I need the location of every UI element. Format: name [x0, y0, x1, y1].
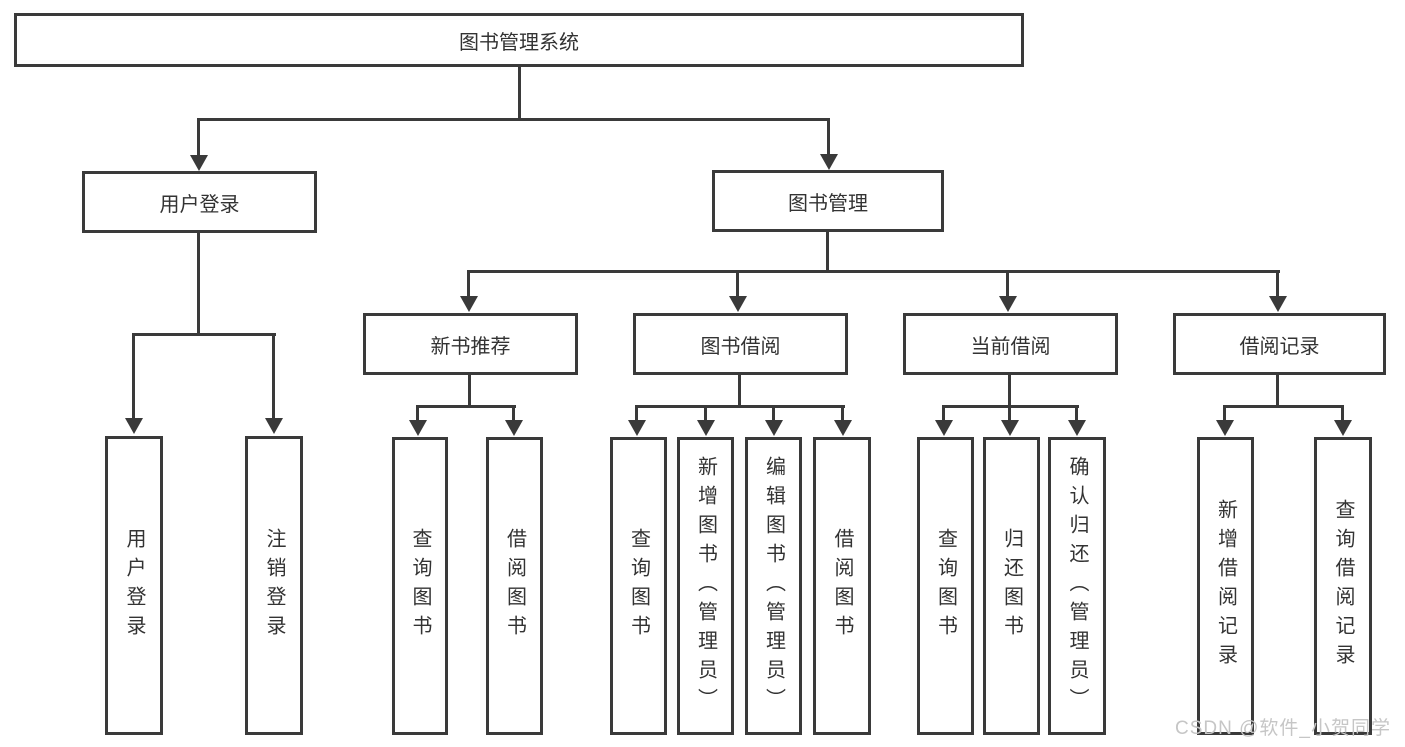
edge-arrowhead [1068, 420, 1086, 436]
edge-line [417, 405, 516, 408]
leaf-logout: 注销登录 [245, 436, 303, 735]
edge-line [1008, 374, 1011, 408]
leaf-br-add-record: 新增借阅记录 [1197, 437, 1254, 735]
edge-line [198, 118, 830, 121]
edge-arrowhead [820, 154, 838, 170]
edge-line [1341, 405, 1344, 423]
edge-line [468, 374, 471, 408]
edge-line [512, 405, 515, 423]
leaf-bb-borrow-books: 借阅图书 [813, 437, 871, 735]
leaf-bb-add-books-admin-label: 新增图书（管理员） [694, 455, 717, 717]
node-borrow-records-label: 借阅记录 [1239, 335, 1320, 358]
edge-arrowhead [1001, 420, 1019, 436]
leaf-bb-query-books: 查询图书 [610, 437, 667, 735]
leaf-bb-edit-books-admin-label: 编辑图书（管理员） [762, 455, 785, 717]
edge-line [738, 374, 741, 408]
edge-arrowhead [1269, 296, 1287, 312]
leaf-bb-add-books-admin: 新增图书（管理员） [677, 437, 734, 735]
leaf-cb-query-books-label: 查询图书 [934, 528, 957, 644]
node-user-login: 用户登录 [82, 171, 317, 233]
leaf-user-login: 用户登录 [105, 436, 163, 735]
edge-line [1224, 405, 1344, 408]
edge-arrowhead [765, 420, 783, 436]
edge-arrowhead [834, 420, 852, 436]
leaf-cb-confirm-return-admin: 确认归还（管理员） [1048, 437, 1106, 735]
node-new-book-recommend-label: 新书推荐 [430, 335, 511, 358]
leaf-user-login-label: 用户登录 [123, 527, 145, 644]
edge-line [1008, 405, 1011, 423]
edge-arrowhead [729, 296, 747, 312]
leaf-br-query-record-label: 查询借阅记录 [1332, 499, 1354, 673]
edge-line [1276, 374, 1279, 408]
edge-line [468, 270, 1280, 273]
leaf-br-query-record: 查询借阅记录 [1314, 437, 1372, 735]
edge-line [841, 405, 844, 423]
leaf-cb-confirm-return-admin-label: 确认归还（管理员） [1066, 455, 1088, 717]
node-root-label: 图书管理系统 [459, 31, 579, 54]
edge-arrowhead [628, 420, 646, 436]
edge-arrowhead [935, 420, 953, 436]
edge-line [467, 270, 470, 300]
edge-arrowhead [697, 420, 715, 436]
edge-arrowhead [265, 418, 283, 434]
edge-arrowhead [190, 155, 208, 171]
edge-arrowhead [1334, 420, 1352, 436]
leaf-nbr-query-books: 查询图书 [392, 437, 448, 735]
edge-arrowhead [505, 420, 523, 436]
edge-line [826, 232, 829, 273]
edge-line [1006, 270, 1009, 300]
edge-line [132, 333, 135, 421]
leaf-bb-borrow-books-label: 借阅图书 [831, 528, 853, 644]
node-book-borrow-label: 图书借阅 [700, 335, 781, 358]
leaf-bb-edit-books-admin: 编辑图书（管理员） [745, 437, 802, 735]
node-book-management-label: 图书管理 [788, 192, 868, 215]
leaf-nbr-query-books-label: 查询图书 [409, 528, 431, 644]
edge-arrowhead [1216, 420, 1234, 436]
node-borrow-records: 借阅记录 [1173, 313, 1386, 375]
node-new-book-recommend: 新书推荐 [363, 313, 578, 375]
edge-line [704, 405, 707, 423]
edge-line [635, 405, 638, 423]
node-book-borrow: 图书借阅 [633, 313, 848, 375]
edge-line [197, 118, 200, 158]
node-user-login-label: 用户登录 [159, 193, 240, 216]
node-book-management: 图书管理 [712, 170, 944, 232]
edge-line [197, 233, 200, 335]
edge-line [1075, 405, 1078, 423]
leaf-logout-label: 注销登录 [263, 527, 285, 644]
leaf-nbr-borrow-books-label: 借阅图书 [503, 528, 526, 644]
edge-arrowhead [125, 418, 143, 434]
node-root: 图书管理系统 [14, 13, 1024, 67]
edge-line [1223, 405, 1226, 423]
edge-arrowhead [409, 420, 427, 436]
edge-line [272, 333, 275, 421]
leaf-cb-query-books: 查询图书 [917, 437, 974, 735]
csdn-watermark: CSDN @软件_小贺同学 [1175, 718, 1391, 739]
leaf-bb-query-books-label: 查询图书 [627, 528, 650, 644]
edge-line [1276, 270, 1279, 300]
edge-line [942, 405, 945, 423]
edge-line [827, 118, 830, 158]
edge-line [736, 270, 739, 300]
edge-line [943, 405, 1079, 408]
edge-line [636, 405, 845, 408]
node-current-borrow: 当前借阅 [903, 313, 1118, 375]
node-current-borrow-label: 当前借阅 [970, 335, 1051, 358]
leaf-cb-return-books: 归还图书 [983, 437, 1040, 735]
edge-line [518, 67, 521, 120]
edge-arrowhead [999, 296, 1017, 312]
leaf-br-add-record-label: 新增借阅记录 [1214, 499, 1237, 673]
leaf-nbr-borrow-books: 借阅图书 [486, 437, 543, 735]
leaf-cb-return-books-label: 归还图书 [1000, 528, 1023, 644]
edge-line [416, 405, 419, 423]
edge-line [133, 333, 276, 336]
edge-line [772, 405, 775, 423]
edge-arrowhead [460, 296, 478, 312]
